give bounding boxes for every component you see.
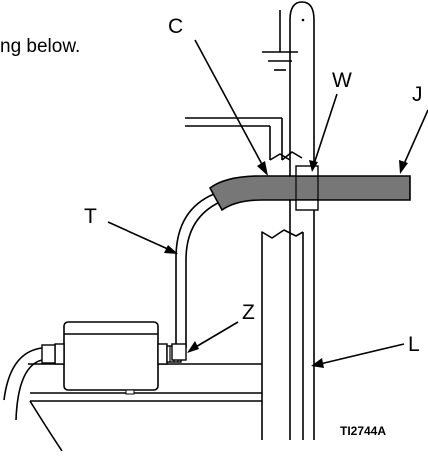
ground-pole <box>289 1 315 440</box>
callout-c: C <box>168 15 184 38</box>
leader-lines <box>107 39 428 368</box>
pole-top-mark <box>301 18 305 22</box>
tube-t <box>175 193 221 348</box>
ground-symbol-icon <box>262 10 298 71</box>
callout-w: W <box>332 69 352 92</box>
upper-bracket <box>185 117 303 161</box>
intro-text: ng below. <box>0 36 81 57</box>
callout-j: J <box>412 83 423 106</box>
figure-id: TI2744A <box>340 424 387 438</box>
sensor-cable <box>3 344 63 452</box>
callout-t: T <box>84 205 97 228</box>
fitting-z <box>171 343 187 361</box>
sensor-box <box>54 321 182 395</box>
callout-z: Z <box>242 301 255 324</box>
callout-l: L <box>408 333 420 356</box>
clamp-w <box>295 165 319 211</box>
hose-j <box>208 175 411 212</box>
